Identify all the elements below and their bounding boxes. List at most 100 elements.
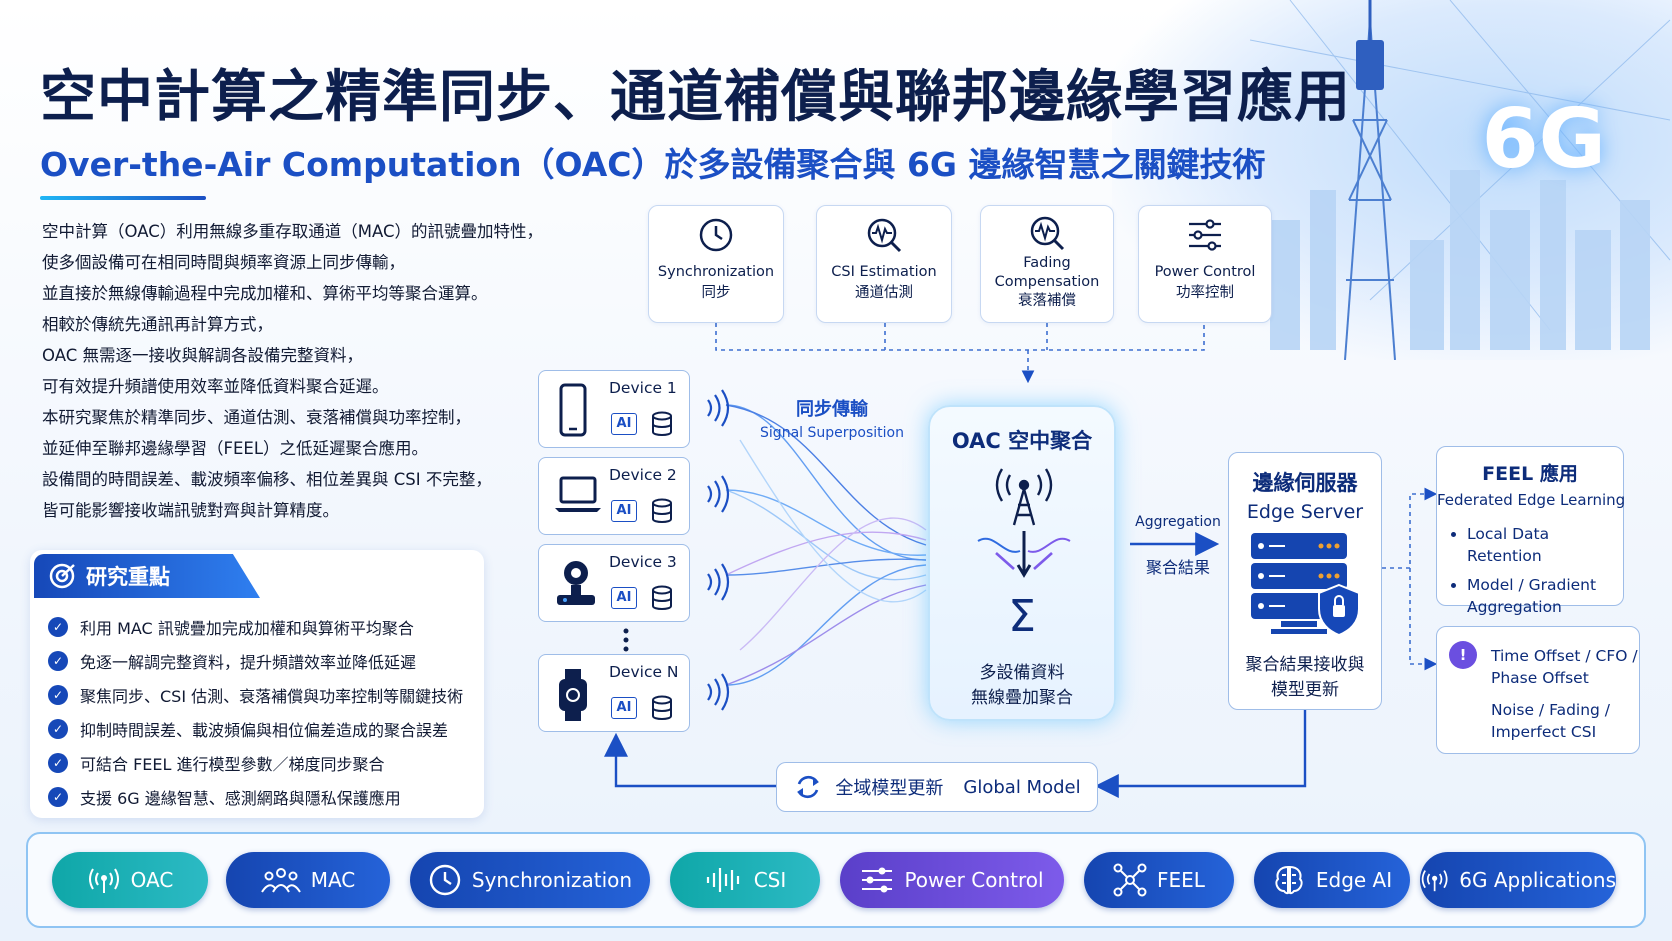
device-card-1: Device 1 AI <box>538 370 690 448</box>
oac-caption-line2: 無線疊加聚合 <box>971 688 1073 708</box>
device-card-n: Device N AI <box>538 654 690 732</box>
intro-line: 空中計算（OAC）利用無線多重存取通道（MAC）的訊號疊加特性， <box>42 222 543 241</box>
database-icon <box>652 411 672 436</box>
technique-card-power-control: Power Control 功率控制 <box>1138 205 1272 323</box>
waveform-search-icon <box>867 218 902 253</box>
antenna-icon <box>88 868 119 893</box>
signal-waves-icon <box>707 563 730 601</box>
intro-line: 使多個設備可在相同時間與頻率資源上同步傳輸， <box>42 253 405 272</box>
issue-line: Phase Offset <box>1491 669 1589 687</box>
global-model-en: Global Model <box>963 776 1081 798</box>
signal-label-en: Signal Superposition <box>760 425 904 441</box>
intro-line: 相較於傳統先通訊再計算方式， <box>42 315 273 334</box>
database-icon <box>652 498 672 523</box>
edge-server-caption: 聚合結果接收與 模型更新 <box>1229 653 1381 703</box>
research-focus-header: 研究重點 <box>34 554 260 598</box>
smartphone-icon <box>559 383 587 437</box>
tag-label: Power Control <box>904 868 1044 892</box>
signal-waves-icon <box>707 673 730 711</box>
sigma-symbol: Σ <box>1008 591 1036 642</box>
check-icon: ✓ <box>48 787 68 807</box>
list-item: ✓抑制時間誤差、載波頻偏與相位偏差造成的聚合誤差 <box>48 712 463 746</box>
aggregation-label-zh: 聚合結果 <box>1145 558 1210 577</box>
technique-card-fading-compensation: Fading Compensation 衰落補償 <box>980 205 1114 323</box>
antenna-tower-icon <box>977 468 1071 578</box>
oac-aggregation-box: OAC 空中聚合 Σ 多設備資料 無線疊加聚合 <box>928 405 1116 721</box>
research-focus-title: 研究重點 <box>86 565 170 589</box>
technique-label-en: Power Control <box>1154 264 1256 280</box>
edge-server-card: 邊緣伺服器 Edge Server 聚合結果接收與 模型更新 <box>1228 452 1382 710</box>
target-icon <box>49 563 75 589</box>
ai-chip-icon: AI <box>611 413 637 435</box>
research-focus-list: ✓ 利用 MAC 訊號疊加完成加權和與算術平均聚合 ✓ 免逐一解調完整資料，提升頻譜… <box>48 610 463 814</box>
sliders-icon <box>862 867 893 893</box>
smartwatch-icon <box>559 669 587 721</box>
technique-label-zh: 同步 <box>701 285 731 301</box>
oac-caption: 多設備資料 無線疊加聚合 <box>930 661 1114 711</box>
global-model-zh: 全域模型更新 <box>835 778 944 799</box>
ai-chip-icon: AI <box>611 587 637 609</box>
list-item: Local Data Retention <box>1467 523 1623 567</box>
aggregation-label: Aggregation 聚合結果 <box>1128 514 1228 578</box>
list-item-text: 可結合 FEEL 進行模型參數／梯度同步聚合 <box>80 755 385 774</box>
tower-illustration <box>1250 0 1671 360</box>
edge-server-caption-line2: 模型更新 <box>1271 680 1339 700</box>
feel-subtitle: Federated Edge Learning <box>1437 491 1626 509</box>
tag-label: 6G Applications <box>1459 868 1616 892</box>
intro-line: 設備間的時間誤差、載波頻率偏移、相位差異與 CSI 不完整， <box>42 470 492 489</box>
feel-title: FEEL 應用 <box>1482 463 1578 485</box>
issue-line: Noise / Fading / <box>1491 701 1611 719</box>
technique-label-zh: 衰落補償 <box>1018 293 1076 309</box>
warning-icon: ! <box>1449 641 1477 669</box>
network-icon <box>1113 863 1147 897</box>
tag-label: MAC <box>310 868 356 892</box>
list-item: ✓ 免逐一解調完整資料，提升頻譜效率並降低延遲 <box>48 644 463 678</box>
check-icon: ✓ <box>48 651 68 671</box>
device-card-3: Device 3 AI <box>538 544 690 622</box>
ai-chip-icon: AI <box>611 500 637 522</box>
list-item-text: Model / Gradient <box>1467 576 1597 594</box>
edge-server-title-en: Edge Server <box>1246 501 1364 523</box>
signal-waves-icon <box>707 389 730 427</box>
technique-label-en: CSI Estimation <box>831 264 937 280</box>
tag-csi: CSI <box>670 852 820 908</box>
tag-mac: MAC <box>226 852 390 908</box>
intro-line: 並直接於無線傳輸過程中完成加權和、算術平均等聚合運算。 <box>42 284 488 303</box>
page-title: 空中計算之精準同步、通道補償與聯邦邊緣學習應用 <box>40 65 1351 130</box>
intro-line: 皆可能影響接收端訊號對齊與計算精度。 <box>42 501 339 520</box>
tag-label: Edge AI <box>1315 868 1393 892</box>
intro-line: 可有效提升頻譜使用效率並降低資料聚合延遲。 <box>42 377 389 396</box>
technique-label-en-2: Compensation <box>994 274 1100 290</box>
technique-card-synchronization: Synchronization 同步 <box>648 205 784 323</box>
oac-title: OAC 空中聚合 <box>951 429 1093 453</box>
list-item: ✓ 支援 6G 邊緣智慧、感測網路與隱私保護應用 <box>48 780 463 814</box>
edge-server-caption-line1: 聚合結果接收與 <box>1245 655 1365 675</box>
waveform-icon <box>706 868 739 892</box>
laptop-icon <box>555 476 601 512</box>
server-shield-icon <box>1251 533 1360 637</box>
tag-edge-ai: Edge AI <box>1254 852 1410 908</box>
list-item-text: 利用 MAC 訊號疊加完成加權和與算術平均聚合 <box>80 619 414 638</box>
users-icon <box>260 868 301 893</box>
page-subtitle: Over-the-Air Computation（OAC）於多設備聚合與 6G … <box>40 145 1266 184</box>
signal-label-zh: 同步傳輸 <box>796 399 868 420</box>
tag-6g-applications: 6G Applications <box>1420 852 1616 908</box>
intro-line: OAC 無需逐一接收與解調各設備完整資料， <box>42 346 363 365</box>
title-underline <box>40 196 206 200</box>
brain-icon <box>1275 865 1303 895</box>
list-item-text: 支援 6G 邊緣智慧、感測網路與隱私保護應用 <box>80 789 401 808</box>
sliders-icon <box>1189 219 1221 251</box>
list-item-text: 免逐一解調完整資料，提升頻譜效率並降低延遲 <box>80 653 417 672</box>
badge-6g: 6G <box>1481 92 1606 187</box>
device-name: Device 3 <box>609 553 677 571</box>
antenna-icon <box>1421 870 1448 892</box>
research-focus-card: 研究重點 ✓ 利用 MAC 訊號疊加完成加權和與算術平均聚合 ✓ 免逐一解調完整資料… <box>30 550 484 818</box>
waveform-search-icon <box>1030 216 1065 251</box>
feel-application-card: FEEL 應用 Federated Edge Learning Local Da… <box>1436 446 1626 616</box>
edge-server-title-zh: 邊緣伺服器 <box>1252 471 1358 495</box>
check-icon: ✓ <box>48 617 68 637</box>
signal-superposition-label: 同步傳輸 Signal Superposition <box>752 395 912 441</box>
technique-label-en: Fading <box>1023 255 1071 271</box>
tag-synchronization: Synchronization <box>410 852 650 908</box>
